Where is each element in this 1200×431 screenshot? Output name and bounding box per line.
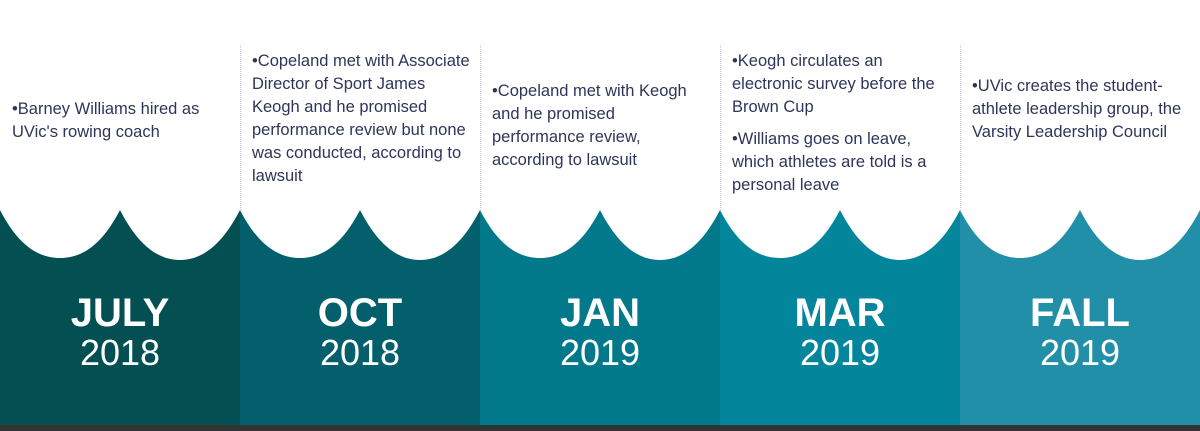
event-note: Barney Williams hired as UVic's rowing c… — [12, 98, 230, 144]
year-label: 2019 — [1039, 332, 1121, 373]
wave-shape — [960, 210, 1200, 425]
month-label: JAN — [559, 291, 641, 335]
event-notes: Keogh circulates an electronic survey be… — [732, 50, 950, 206]
bottom-border — [0, 425, 1200, 431]
event-notes: Copeland met with Associate Director of … — [252, 50, 470, 197]
column-divider — [720, 45, 721, 210]
event-note: Williams goes on leave, which athletes a… — [732, 128, 950, 197]
column-divider — [960, 45, 961, 210]
timeline-column-mar: Keogh circulates an electronic survey be… — [720, 0, 960, 431]
wave-shape — [240, 210, 480, 425]
column-divider — [480, 45, 481, 210]
event-note: UVic creates the student-athlete leaders… — [972, 75, 1190, 144]
month-label: MAR — [794, 291, 886, 335]
month-label: FALL — [1030, 291, 1130, 335]
year-label: 2019 — [799, 332, 881, 373]
event-note: Copeland met with Keogh and he promised … — [492, 80, 710, 172]
event-notes: Copeland met with Keogh and he promised … — [492, 80, 710, 181]
event-notes: UVic creates the student-athlete leaders… — [972, 75, 1190, 153]
wave-shape — [480, 210, 720, 425]
timeline-column-july: Barney Williams hired as UVic's rowing c… — [0, 0, 240, 431]
month-label: OCT — [317, 291, 403, 335]
year-label: 2018 — [79, 332, 161, 373]
column-divider — [240, 45, 241, 210]
year-label: 2018 — [319, 332, 401, 373]
event-notes: Barney Williams hired as UVic's rowing c… — [12, 98, 230, 153]
wave-shape — [720, 210, 960, 425]
wave-shape — [0, 210, 240, 425]
event-note: Keogh circulates an electronic survey be… — [732, 50, 950, 119]
timeline-column-fall: UVic creates the student-athlete leaders… — [960, 0, 1200, 431]
event-note: Copeland met with Associate Director of … — [252, 50, 470, 188]
year-label: 2019 — [559, 332, 641, 373]
timeline-column-jan: Copeland met with Keogh and he promised … — [480, 0, 720, 431]
month-label: JULY — [70, 291, 170, 335]
timeline-column-oct: Copeland met with Associate Director of … — [240, 0, 480, 431]
